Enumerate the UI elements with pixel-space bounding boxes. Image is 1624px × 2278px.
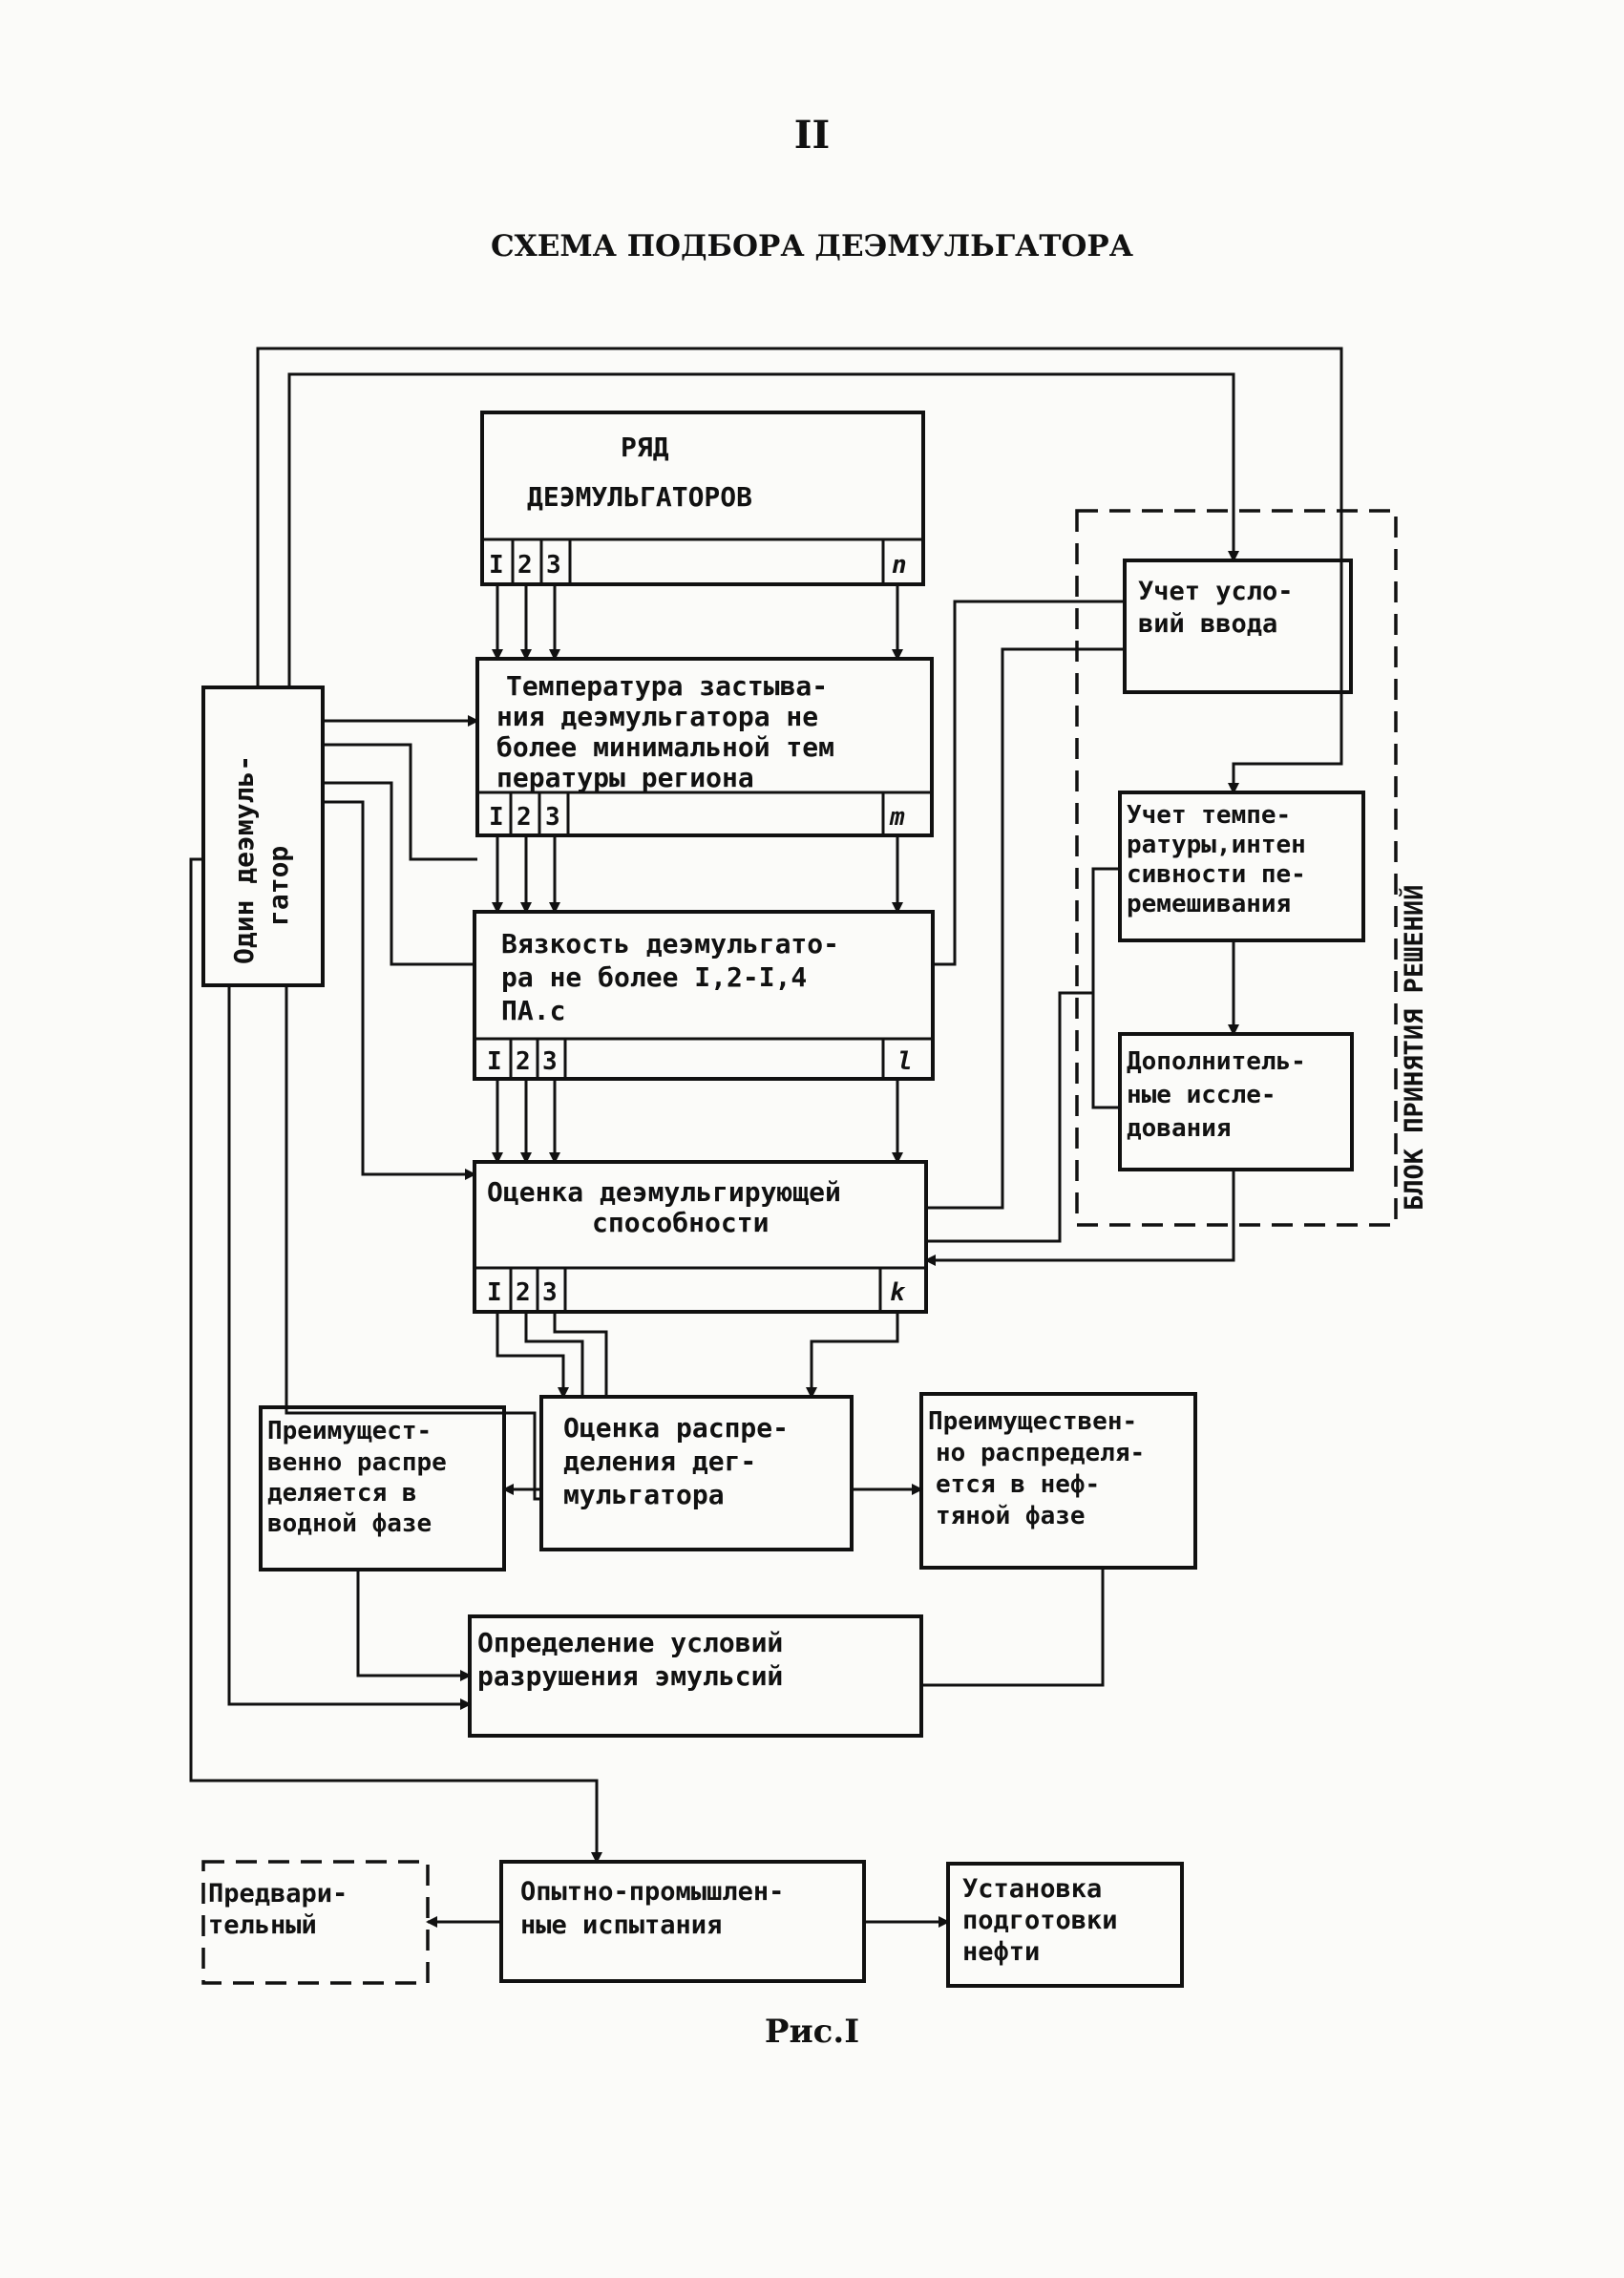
one-demulsifier-box: Один деэмуль- гатор <box>201 686 325 987</box>
one-demulsifier-line-1: Один деэмуль- <box>228 755 260 964</box>
viscosity-line-2: ра не более I,2-I,4 <box>501 961 807 993</box>
series-cell-n: n <box>892 551 907 580</box>
efficiency-line-2: способности <box>592 1207 769 1238</box>
water-phase-line-2: венно распре <box>267 1448 447 1477</box>
preliminary-line-2: тельный <box>208 1910 317 1940</box>
temperature-line-3: более минимальной тем <box>496 731 834 763</box>
pilot-tests-box: Опытно-промышлен- ные испытания <box>499 1860 866 1983</box>
viscosity-line-1: Вязкость деэмульгато- <box>501 928 839 960</box>
efficiency-cell-3: 3 <box>542 1278 558 1307</box>
destruction-box: Определение условий разрушения эмульсий <box>468 1614 923 1738</box>
oil-phase-box: Преимуществен- но распределя- ется в неф… <box>919 1392 1197 1570</box>
decision-block: БЛОК ПРИНЯТИЯ РЕШЕНИЙ <box>1075 509 1429 1227</box>
efficiency-cell-2: 2 <box>516 1278 531 1307</box>
preliminary-box: Предвари- тельный <box>201 1860 430 1985</box>
series-box-line-1: РЯД <box>621 432 669 463</box>
distribution-line-3: мульгатора <box>563 1479 725 1510</box>
distribution-box: Оценка распре- деления дег- мульгатора <box>539 1395 854 1551</box>
water-phase-box: Преимущест- венно распре деляется в водн… <box>259 1405 506 1571</box>
water-phase-line-4: водной фазе <box>267 1509 432 1538</box>
series-cell-3: 3 <box>546 551 561 580</box>
series-cell-2: 2 <box>517 551 533 580</box>
oil-phase-line-3: ется в неф- <box>936 1470 1100 1499</box>
efficiency-box: Оценка деэмульгирующей способности I 2 3… <box>473 1160 928 1314</box>
decision-block-label: БЛОК ПРИНЯТИЯ РЕШЕНИЙ <box>1399 885 1429 1211</box>
oil-phase-line-4: тяной фазе <box>936 1502 1086 1530</box>
oil-prep-line-1: Установка <box>962 1874 1102 1904</box>
series-cell-1: I <box>489 551 504 580</box>
one-demulsifier-line-2: гатор <box>263 846 294 926</box>
distribution-line-2: деления дег- <box>563 1445 756 1477</box>
viscosity-line-3: ПА.с <box>501 995 565 1026</box>
temp-mixing-line-3: сивности пе- <box>1127 860 1306 889</box>
viscosity-cell-1: I <box>487 1047 502 1076</box>
temperature-line-2: ния деэмульгатора не <box>496 701 818 732</box>
temp-mixing-box: Учет темпе- ратуры,интен сивности пе- ре… <box>1118 791 1365 942</box>
temperature-line-4: пературы региона <box>496 762 754 793</box>
temp-mixing-line-1: Учет темпе- <box>1127 801 1291 830</box>
destruction-line-2: разрушения эмульсий <box>477 1660 783 1692</box>
efficiency-cell-1: I <box>487 1278 502 1307</box>
series-box: РЯД ДЕЭМУЛЬГАТОРОВ I 2 3 n <box>480 411 925 586</box>
efficiency-cell-k: k <box>890 1278 906 1307</box>
figure-caption: Рис.I <box>764 2013 860 2051</box>
temperature-line-1: Температура застыва- <box>506 670 828 702</box>
oil-phase-line-1: Преимуществен- <box>928 1407 1137 1436</box>
efficiency-line-1: Оценка деэмульгирующей <box>487 1176 841 1208</box>
viscosity-cell-3: 3 <box>542 1047 558 1076</box>
temperature-box: Температура застыва- ния деэмульгатора н… <box>475 657 934 837</box>
temperature-cell-m: m <box>889 803 905 832</box>
oil-prep-box: Установка подготовки нефти <box>946 1862 1184 1988</box>
temp-mixing-line-4: ремешивания <box>1127 890 1291 918</box>
oil-phase-line-2: но распределя- <box>936 1439 1145 1467</box>
preliminary-line-1: Предвари- <box>208 1879 348 1909</box>
connectors <box>189 347 1343 1928</box>
additional-line-1: Дополнитель- <box>1127 1047 1306 1076</box>
temp-mixing-line-2: ратуры,интен <box>1127 831 1306 859</box>
pilot-tests-line-1: Опытно-промышлен- <box>520 1877 784 1907</box>
input-conditions-line-1: Учет усло- <box>1138 577 1294 606</box>
series-box-line-2: ДЕЭМУЛЬГАТОРОВ <box>527 481 752 513</box>
distribution-line-1: Оценка распре- <box>563 1412 789 1444</box>
input-conditions-line-2: вий ввода <box>1138 609 1277 639</box>
oil-prep-line-3: нефти <box>962 1937 1040 1967</box>
water-phase-line-1: Преимущест- <box>267 1417 432 1445</box>
input-conditions-box: Учет усло- вий ввода <box>1123 559 1353 694</box>
temperature-cell-3: 3 <box>545 803 560 832</box>
oil-prep-line-2: подготовки <box>962 1906 1118 1935</box>
pilot-tests-line-2: ные испытания <box>520 1910 722 1940</box>
page-title: СХЕМА ПОДБОРА ДЕЭМУЛЬГАТОРА <box>491 229 1133 264</box>
additional-research-box: Дополнитель- ные иссле- дования <box>1118 1032 1354 1171</box>
temperature-cell-2: 2 <box>517 803 532 832</box>
additional-line-3: дования <box>1127 1114 1232 1143</box>
additional-line-2: ные иссле- <box>1127 1081 1276 1109</box>
destruction-line-1: Определение условий <box>477 1627 783 1658</box>
temperature-cell-1: I <box>489 803 504 832</box>
water-phase-line-3: деляется в <box>267 1479 417 1508</box>
viscosity-cell-2: 2 <box>516 1047 531 1076</box>
viscosity-cell-l: l <box>897 1047 913 1076</box>
page-number: II <box>793 113 831 158</box>
viscosity-box: Вязкость деэмульгато- ра не более I,2-I,… <box>473 910 935 1081</box>
